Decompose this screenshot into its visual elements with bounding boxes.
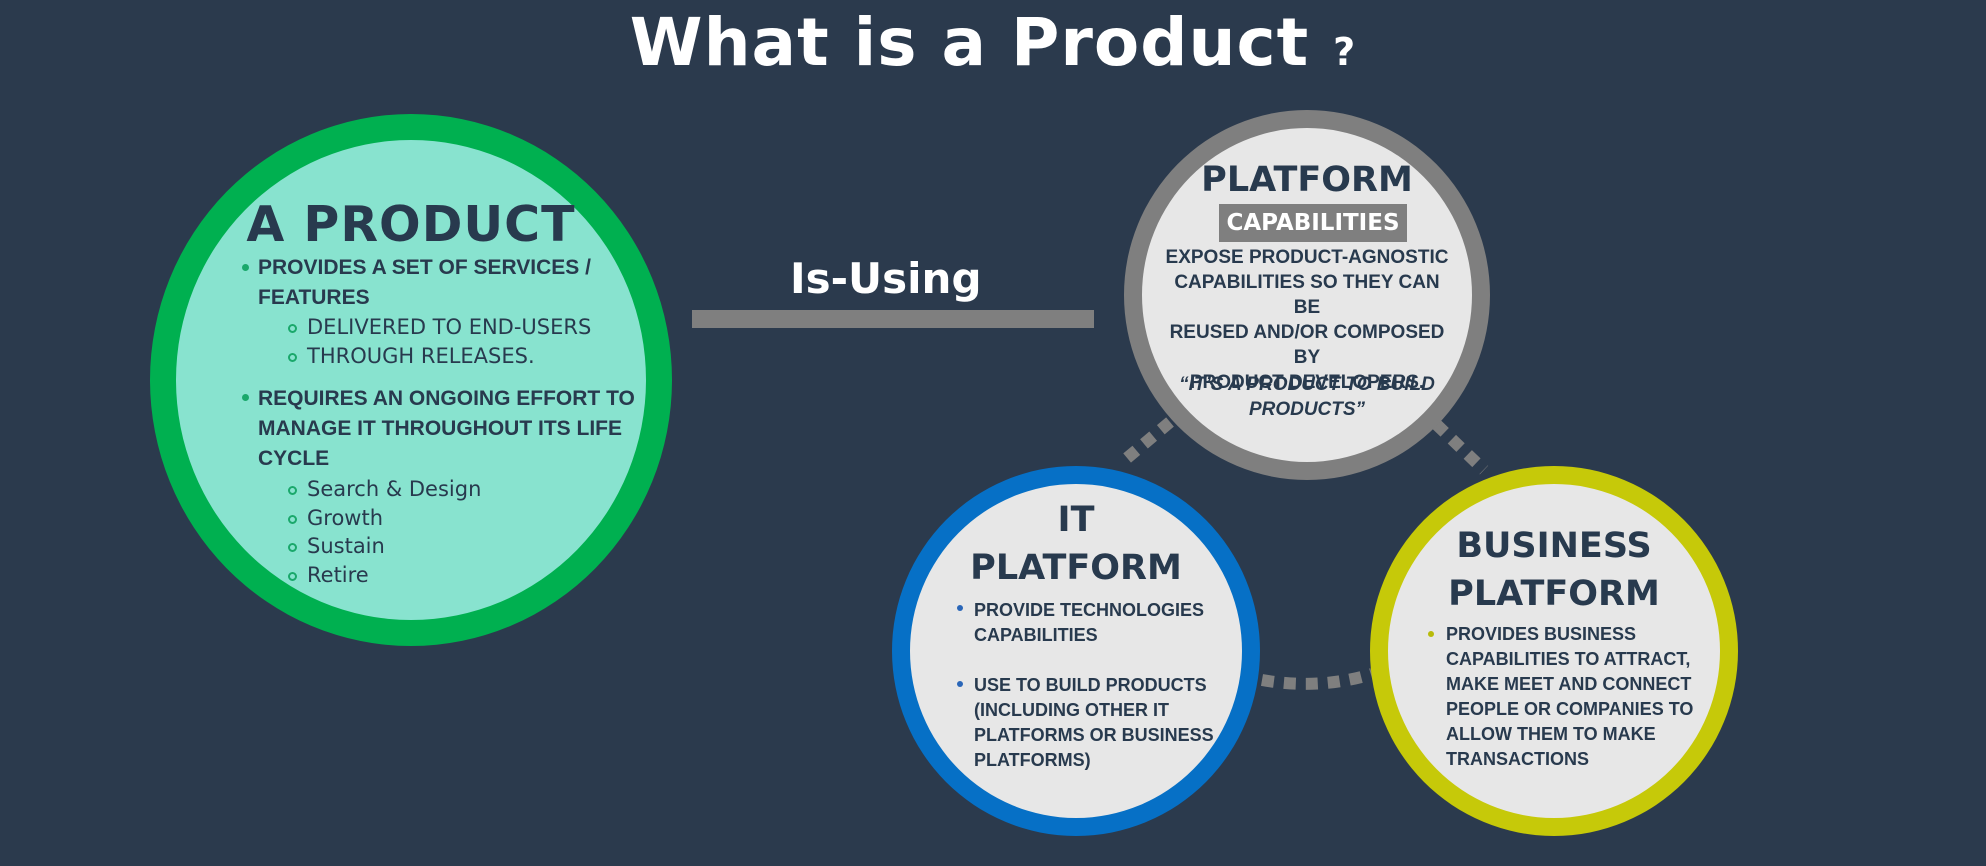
is-using-connector-line [692, 310, 1094, 328]
product-bullet-2-line-2: MANAGE IT THROUGHOUT ITS LIFE [258, 417, 622, 440]
bullet-dot [1428, 631, 1434, 637]
it-heading-line: PLATFORM [970, 548, 1182, 588]
bullet-dot [242, 264, 249, 271]
sub-bullet-ring [288, 572, 297, 581]
product-bullet-2-line-3: CYCLE [258, 447, 330, 470]
business-bullet-line: ALLOW THEM TO MAKE [1446, 724, 1656, 744]
platform-description: EXPOSE PRODUCT-AGNOSTIC CAPABILITIES SO … [1160, 245, 1454, 395]
business-bullet-line: PEOPLE OR COMPANIES TO [1446, 699, 1694, 719]
platform-heading: PLATFORM [1201, 160, 1413, 200]
platform-desc-line: PRODUCT DEVELOPERS. [1189, 372, 1425, 393]
business-bullet-line: MAKE MEET AND CONNECT [1446, 674, 1692, 694]
bullet-dot [957, 681, 963, 687]
dotted-connector-it-business [1260, 668, 1374, 690]
sub-bullet-ring [288, 324, 297, 333]
dotted-connector-platform-business [1431, 419, 1489, 475]
sub-bullet-ring [288, 515, 297, 524]
is-using-label: Is-Using [790, 254, 982, 303]
platform-desc-line: REUSED AND/OR COMPOSED BY [1169, 322, 1445, 368]
it-bullet-2-line: USE TO BUILD PRODUCTS [974, 675, 1207, 695]
platform-desc-line: CAPABILITIES SO THEY CAN BE [1174, 272, 1440, 318]
platform-quote: “IT’S A PRODUCT TO BUILD PRODUCTS” [1170, 372, 1444, 422]
product-sub-2-item: Search & Design [307, 477, 482, 501]
capabilities-badge: CAPABILITIES [1219, 204, 1407, 242]
platform-desc-line: EXPOSE PRODUCT-AGNOSTIC [1165, 247, 1449, 268]
product-circle [150, 114, 672, 646]
platform-quote-line: “IT’S A PRODUCT TO BUILD [1179, 374, 1435, 395]
it-bullet-2-line: (INCLUDING OTHER IT [974, 700, 1169, 720]
dotted-connector-platform-it [1116, 417, 1174, 469]
product-sub-1-item: DELIVERED TO END-USERS [307, 315, 592, 339]
sub-bullet-ring [288, 543, 297, 552]
it-bullet-1-line: CAPABILITIES [974, 625, 1098, 645]
product-sub-2-item: Retire [307, 563, 369, 587]
business-platform-heading: BUSINESS PLATFORM [1370, 522, 1738, 618]
it-heading-line: IT [1057, 500, 1095, 540]
platform-quote-line: PRODUCTS” [1248, 399, 1366, 420]
bullet-dot [957, 605, 963, 611]
page-title: What is a Product ? [0, 4, 1986, 81]
business-heading-line: BUSINESS [1456, 526, 1652, 566]
product-sub-2-item: Sustain [307, 534, 385, 558]
it-bullet-1-line: PROVIDE TECHNOLOGIES [974, 600, 1205, 620]
business-bullet-1: PROVIDES BUSINESS CAPABILITIES TO ATTRAC… [1446, 622, 1693, 772]
it-bullet-2-line: PLATFORMS OR BUSINESS [974, 725, 1214, 745]
product-bullet-1-line-2: FEATURES [258, 286, 370, 309]
business-bullet-line: PROVIDES BUSINESS [1446, 624, 1637, 644]
product-bullet-2-line-1: REQUIRES AN ONGOING EFFORT TO [258, 387, 635, 410]
business-bullet-line: CAPABILITIES TO ATTRACT, [1446, 649, 1691, 669]
bullet-dot [242, 394, 249, 401]
title-text: What is a Product [629, 4, 1310, 81]
it-bullet-2: USE TO BUILD PRODUCTS (INCLUDING OTHER I… [974, 673, 1214, 773]
product-sub-1-item: THROUGH RELEASES. [307, 344, 535, 368]
product-sub-2-item: Growth [307, 506, 384, 530]
sub-bullet-ring [288, 353, 297, 362]
business-bullet-line: TRANSACTIONS [1446, 749, 1589, 769]
business-heading-line: PLATFORM [1448, 574, 1660, 614]
it-bullet-2-line: PLATFORMS) [974, 750, 1091, 770]
product-bullet-1-line-1: PROVIDES A SET OF SERVICES / [258, 256, 591, 279]
product-heading: A PRODUCT [246, 196, 576, 253]
sub-bullet-ring [288, 486, 297, 495]
it-platform-heading: IT PLATFORM [892, 496, 1260, 592]
it-bullet-1: PROVIDE TECHNOLOGIES CAPABILITIES [974, 598, 1204, 648]
title-question-mark: ? [1333, 30, 1357, 74]
